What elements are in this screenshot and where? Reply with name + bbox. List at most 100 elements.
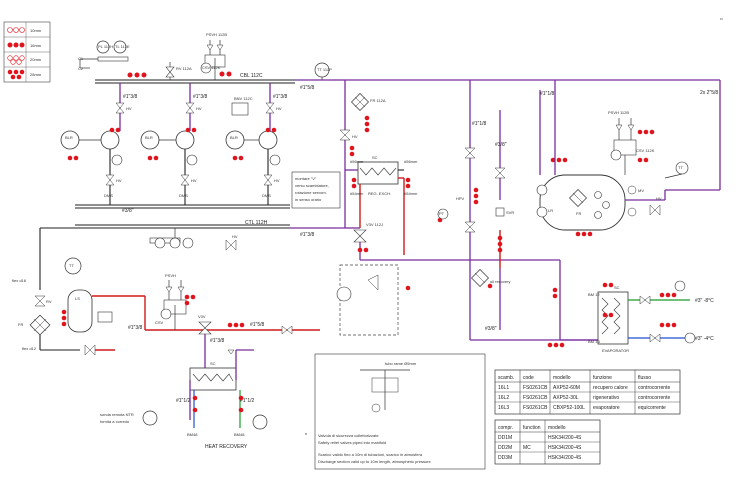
- line-54a: #54mm: [350, 191, 364, 196]
- evaporator-label: EVAPORATOR: [602, 348, 629, 353]
- suction-gauge-group: HV: [149, 228, 238, 251]
- exchanger-table-cell: FS0261CB: [523, 385, 548, 391]
- compressor-row: CTL 112H #3/8" #1"3/8 BLR DMS BLR DMS BL…: [60, 83, 345, 238]
- compressor-table-cell: DD1M: [498, 435, 512, 441]
- line-54b: #54mm: [404, 191, 418, 196]
- exchanger-table-cell: FS0261CB: [523, 405, 548, 411]
- hv-s2: HV: [191, 178, 197, 183]
- fr-mid-label: FR 112A: [370, 98, 386, 103]
- discharge-manifold: CBL 112C #1"5/8 2x 2"5/8: [95, 73, 721, 191]
- compressor-1-motor: DMS: [104, 193, 113, 198]
- compressor-table-header: function: [523, 425, 541, 431]
- line-bl-a: #1"3/8: [210, 338, 225, 344]
- fr-right-label: FR: [576, 211, 581, 216]
- exchanger-table-header: flusso: [638, 375, 651, 381]
- regen-exchanger-group: FR 112A SC REG. EXCH. HV #56mm #56mm #54…: [291, 93, 560, 336]
- tt-bl-label: TT: [69, 263, 74, 268]
- star-note: *: [305, 433, 307, 439]
- line-bl-d: #1"1/2: [176, 398, 191, 404]
- tt-top-group: TT 112P: [314, 62, 332, 80]
- compressor-1-label: BLR: [65, 135, 73, 140]
- note-line-1: montare "V": [295, 176, 317, 181]
- v3v-bl-label: V3V: [198, 314, 206, 319]
- compressor-3-motor: DMS: [262, 193, 271, 198]
- compressor-2-label: BLR: [145, 135, 153, 140]
- line-label-top: #1"5/8: [300, 85, 315, 91]
- temp-in-label: #3" -4°C: [695, 336, 714, 342]
- regexch-label: REG. EXCH.: [368, 191, 391, 196]
- compressor-table-cell: DD2M: [498, 445, 512, 451]
- notes-line-5: Discharge section valid up to 10m length…: [318, 459, 432, 464]
- bm1d-label: BM 1D: [588, 339, 600, 344]
- hv-right-label: HV: [656, 196, 662, 201]
- exchanger-table-header: code: [523, 375, 534, 381]
- notes-line-2: Safety relief valves piped into manifold: [318, 440, 386, 445]
- hv-s1: HV: [116, 178, 122, 183]
- compressor-table-header: compr.: [498, 425, 513, 431]
- flex-d12-label: flex d12: [22, 346, 37, 351]
- line-r-1: #1"1/8: [472, 121, 487, 127]
- exchanger-table-header: funzione: [593, 375, 612, 381]
- csv-bl-label: CSV: [155, 320, 164, 325]
- exchanger-table-cell: AXP52-60M: [553, 385, 580, 391]
- flex-d16-label: flex d16: [12, 278, 27, 283]
- gauge-pl: PL 112H: [98, 44, 113, 49]
- bt-label-c1: C1: [78, 56, 84, 61]
- mv-right-label: MV: [638, 188, 644, 193]
- svr-label: SVR: [506, 210, 514, 215]
- exchanger-table-header: scamb.: [498, 375, 514, 381]
- csv-right-label: CSV 112K: [636, 148, 655, 153]
- sc-mid-label: SC: [372, 155, 378, 160]
- compressor-table-cell: HSK34/200-4S: [548, 445, 582, 451]
- lr-label: LR: [548, 208, 553, 213]
- bottom-left-group: flex d16 RV FR flex d12 LS TT PSVH: [12, 227, 320, 450]
- ctl-suction-label: CTL 112H: [245, 220, 268, 226]
- psvh-bl-label: PSVH: [165, 273, 176, 278]
- pipe-size-legend: 10mm 16mm 20mm 28mm: [3, 21, 51, 83]
- compressor-table-cell: DD3M: [498, 455, 512, 461]
- heat-recovery-label: HEAT RECOVERY: [205, 444, 248, 450]
- bnv-label: BNV 112C: [234, 96, 253, 101]
- tubo-label: tubo rame Ø5mm: [385, 361, 417, 366]
- rv-bl-label: RV: [46, 299, 52, 304]
- notes-line-4: Scarico valido fino a 10m di tubazioni, …: [318, 452, 423, 457]
- exchanger-table-cell: equicorrente: [638, 405, 666, 411]
- note-line-4: in senso orario: [295, 197, 322, 202]
- evaporator-group: SC EVAPORATOR #3" -8°C #3" -4°C BM 12 BM…: [588, 280, 714, 353]
- exchanger-table-header: modello: [553, 375, 571, 381]
- top-gauge-group: PL 112H TL 112E C1 C2 RV 112A: [78, 40, 192, 80]
- compressor-table-cell: HSK34/200-4S: [548, 435, 582, 441]
- temp-out-label: #3" -8°C: [695, 298, 714, 304]
- exchanger-table-cell: FS0261CB: [523, 395, 548, 401]
- exchanger-table-cell: controcorrente: [638, 395, 670, 401]
- exchanger-table-cell: 16L3: [498, 405, 509, 411]
- line-r-4: #3/8": [485, 326, 497, 332]
- sonda-line-2: fornita a corredo: [100, 419, 130, 424]
- compressor-2-motor: DMS: [179, 193, 188, 198]
- oil-recovery-label: oil recovery: [490, 279, 510, 284]
- sc-bl-label: SC: [210, 361, 216, 366]
- line-label-2x: 2x 2"5/8: [700, 90, 718, 96]
- exchanger-table-cell: rigenerativo: [593, 395, 619, 401]
- line-bl-e: #1"1/2: [240, 398, 255, 404]
- hv-c2: HV: [196, 106, 202, 111]
- bm48-a: BM48: [187, 432, 198, 437]
- bm48-b: BM48: [234, 432, 245, 437]
- compressor-table-cell: HSK34/200-4S: [548, 455, 582, 461]
- compressor-table-header: modello: [548, 425, 566, 431]
- exchanger-table-cell: 16L2: [498, 395, 509, 401]
- line-r-2: #3/8": [495, 142, 507, 148]
- v3v-mid-label: V3V 112J: [366, 222, 383, 227]
- line-r-3: #1"1/8: [540, 91, 555, 97]
- sc-right-label: SC: [614, 285, 620, 290]
- line-bl-b: #1"5/8: [250, 322, 265, 328]
- legend-20mm: 20mm: [30, 57, 42, 62]
- hv-mid-label: HV: [352, 134, 358, 139]
- corner-marks: ••: [720, 16, 723, 21]
- legend-16mm: 16mm: [30, 43, 42, 48]
- csv-top-label: CSV 112K: [202, 65, 221, 70]
- liquid-receiver-group: LR FR PSVH 112B CSV 112K TT HV MV: [536, 80, 689, 237]
- exchanger-table-cell: controcorrente: [638, 385, 670, 391]
